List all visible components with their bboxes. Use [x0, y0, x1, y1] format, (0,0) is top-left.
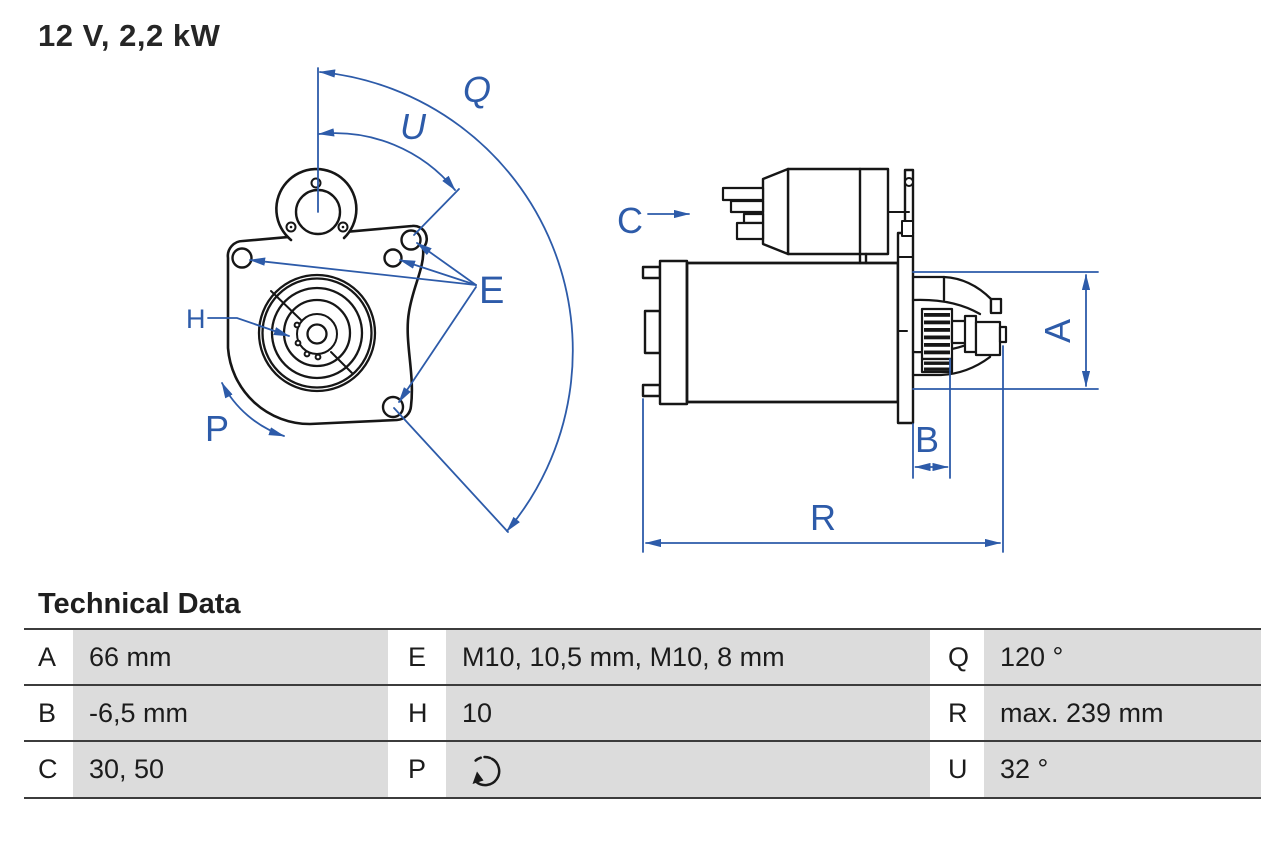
flange-tick-marks [887, 211, 913, 332]
param-key-u: U [930, 742, 984, 797]
technical-data-table: A 66 mm E M10, 10,5 mm, M10, 8 mm Q 120 … [24, 628, 1261, 799]
param-key-p: P [388, 742, 446, 797]
technical-data-heading: Technical Data [38, 588, 241, 620]
solenoid-body [786, 167, 890, 256]
dimension-arc-q [318, 69, 574, 532]
param-value-a: 66 mm [73, 630, 388, 684]
drive-end-housing [911, 275, 1003, 377]
param-key-r: R [930, 686, 984, 740]
motor-body [685, 261, 900, 404]
h-leader-line [207, 317, 291, 337]
table-row: A 66 mm E M10, 10,5 mm, M10, 8 mm Q 120 … [24, 630, 1261, 686]
boss-ring-dot-right [341, 225, 345, 229]
angle-leg-q [393, 407, 509, 533]
shaft-bore [306, 323, 328, 345]
bolt-hole-inner-right [383, 248, 403, 268]
flange-plate [896, 231, 915, 425]
shaft-blocks [950, 314, 1008, 357]
param-key-h: H [388, 686, 446, 740]
label-q: Q [463, 69, 491, 110]
technical-drawing: Q U E H P C A B R [186, 67, 1099, 553]
front-view-dimensions [207, 67, 574, 533]
rear-end-cap [658, 259, 689, 406]
param-value-e: M10, 10,5 mm, M10, 8 mm [446, 630, 930, 684]
label-r: R [810, 497, 836, 538]
table-row: C 30, 50 P U 32 ° [24, 742, 1261, 797]
label-e: E [479, 270, 504, 312]
param-key-q: Q [930, 630, 984, 684]
side-view-drawing [641, 167, 1008, 425]
flange-arm-nub [901, 220, 914, 237]
param-value-q: 120 ° [984, 630, 1261, 684]
label-u: U [400, 106, 427, 147]
param-value-h: 10 [446, 686, 930, 740]
front-view-drawing [226, 167, 428, 426]
boss-ring-dot-left [289, 225, 293, 229]
param-key-a: A [24, 630, 73, 684]
boss-top-hole [310, 177, 322, 189]
pinion-gear [920, 307, 954, 374]
param-key-b: B [24, 686, 73, 740]
param-value-u: 32 ° [984, 742, 1261, 797]
bolt-hole-top-left [231, 247, 253, 269]
label-p: P [205, 408, 229, 449]
dimension-arc-u [317, 128, 456, 191]
label-b: B [915, 419, 939, 460]
param-value-b: -6,5 mm [73, 686, 388, 740]
label-c: C [617, 200, 643, 241]
side-view-dimensions [642, 209, 1099, 553]
param-value-c: 30, 50 [73, 742, 388, 797]
page-title: 12 V, 2,2 kW [38, 18, 221, 53]
dimension-labels: Q U E H P C A B R [186, 69, 1078, 538]
label-h: H [186, 304, 206, 334]
angle-leg-u [413, 188, 460, 236]
rear-stud-bottom [641, 383, 662, 398]
p-rotation-arrow [221, 382, 286, 437]
bolt-hole-outer-right [400, 229, 422, 251]
label-a: A [1037, 319, 1078, 343]
rotation-direction-icon [472, 755, 501, 786]
table-row: B -6,5 mm H 10 R max. 239 mm [24, 686, 1261, 742]
rear-stud-top [641, 265, 662, 280]
param-key-e: E [388, 630, 446, 684]
rear-block-middle [643, 309, 662, 355]
e-leader-lines [248, 242, 477, 403]
param-value-p [446, 742, 930, 797]
param-key-c: C [24, 742, 73, 797]
flange-arm-hole [904, 177, 914, 187]
solenoid-left-cap [761, 167, 790, 256]
solenoid-terminals [721, 186, 765, 241]
param-value-r: max. 239 mm [984, 686, 1261, 740]
